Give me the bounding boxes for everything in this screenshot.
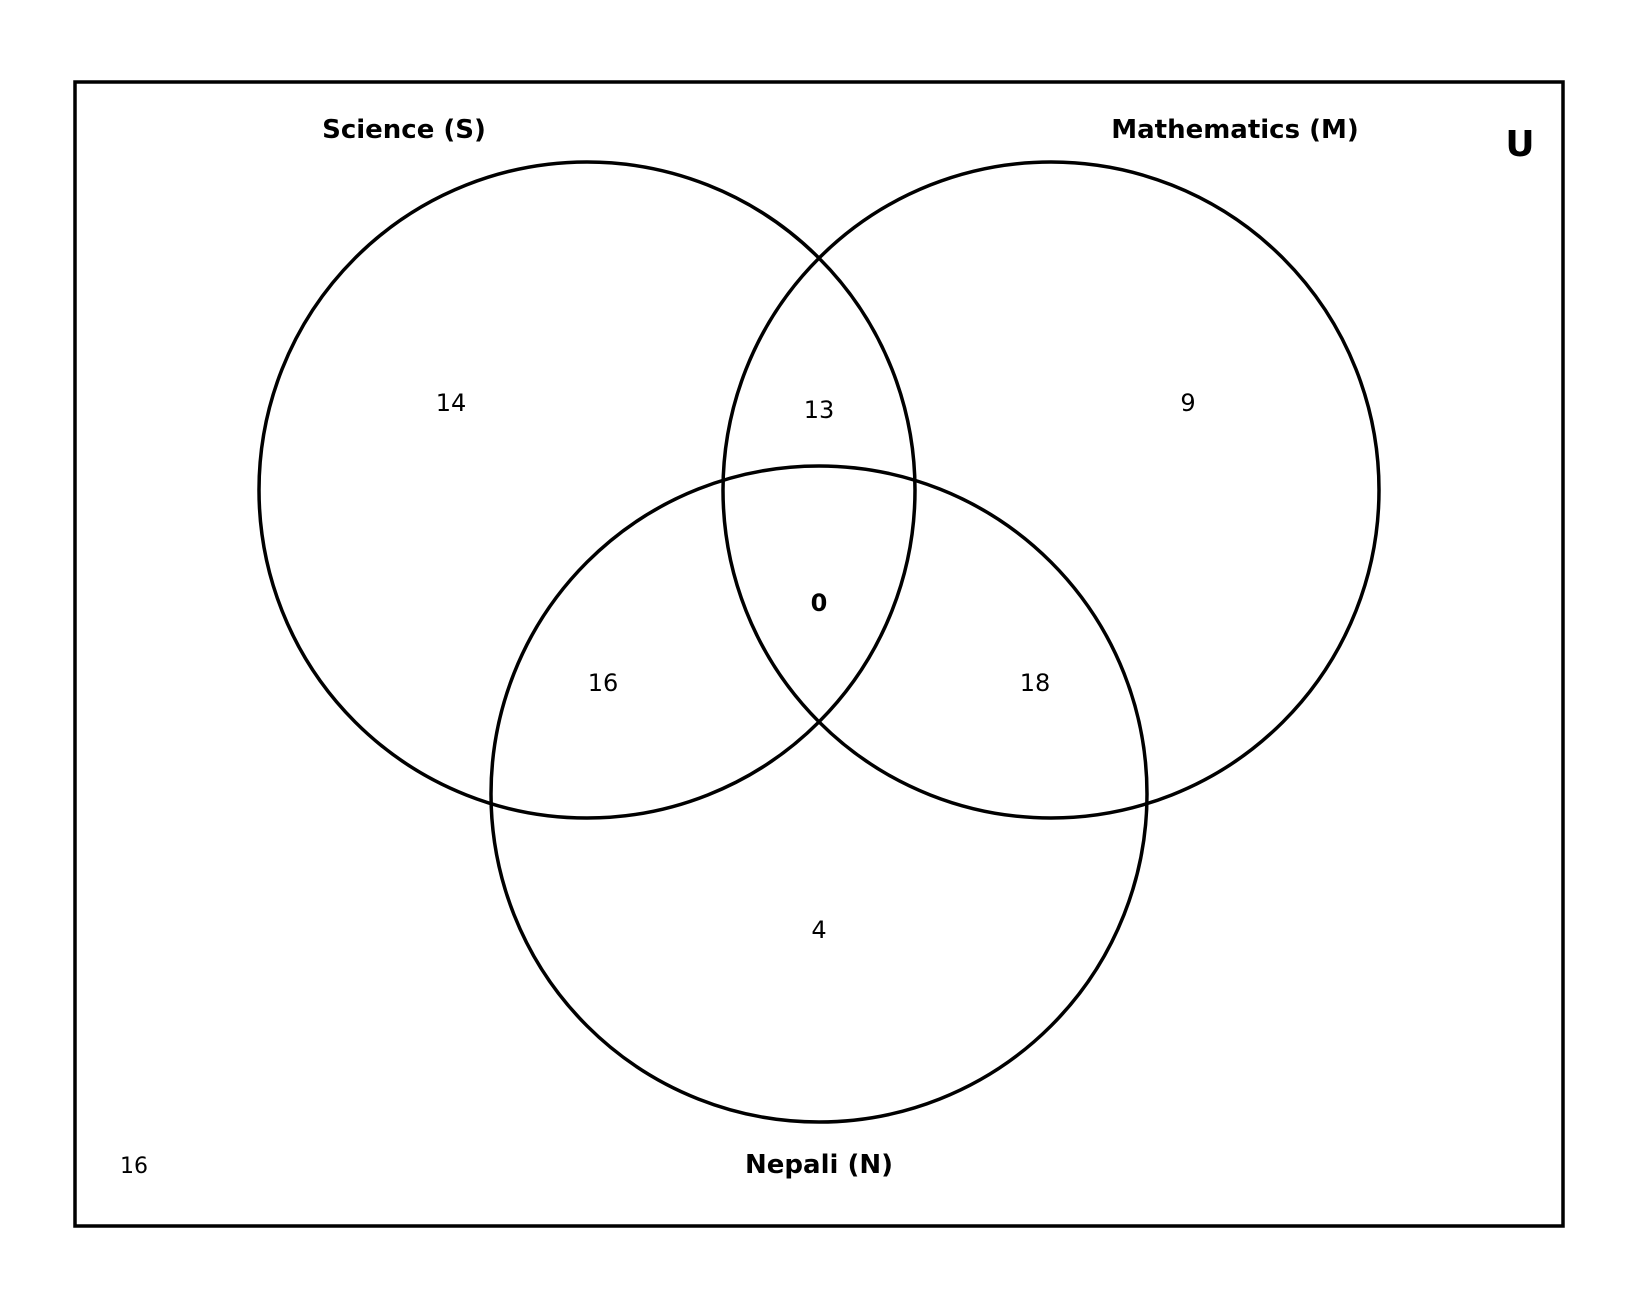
nepali-only-count: 4 xyxy=(811,916,826,944)
science-circle xyxy=(257,160,917,820)
mathematics-label: Mathematics (M) xyxy=(1111,115,1359,145)
universe-frame xyxy=(73,80,1565,1228)
mathematics-nepali-count: 18 xyxy=(1020,669,1051,697)
nepali-label: Nepali (N) xyxy=(745,1150,893,1180)
nepali-circle xyxy=(489,464,1149,1124)
science-mathematics-count: 13 xyxy=(804,396,835,424)
mathematics-circle xyxy=(721,160,1381,820)
science-nepali-count: 16 xyxy=(588,669,619,697)
universe-label: U xyxy=(1505,124,1534,165)
outside-count: 16 xyxy=(120,1154,148,1179)
science-only-count: 14 xyxy=(436,389,467,417)
mathematics-only-count: 9 xyxy=(1180,389,1195,417)
science-label: Science (S) xyxy=(322,115,486,145)
all-three-count: 0 xyxy=(811,589,828,617)
